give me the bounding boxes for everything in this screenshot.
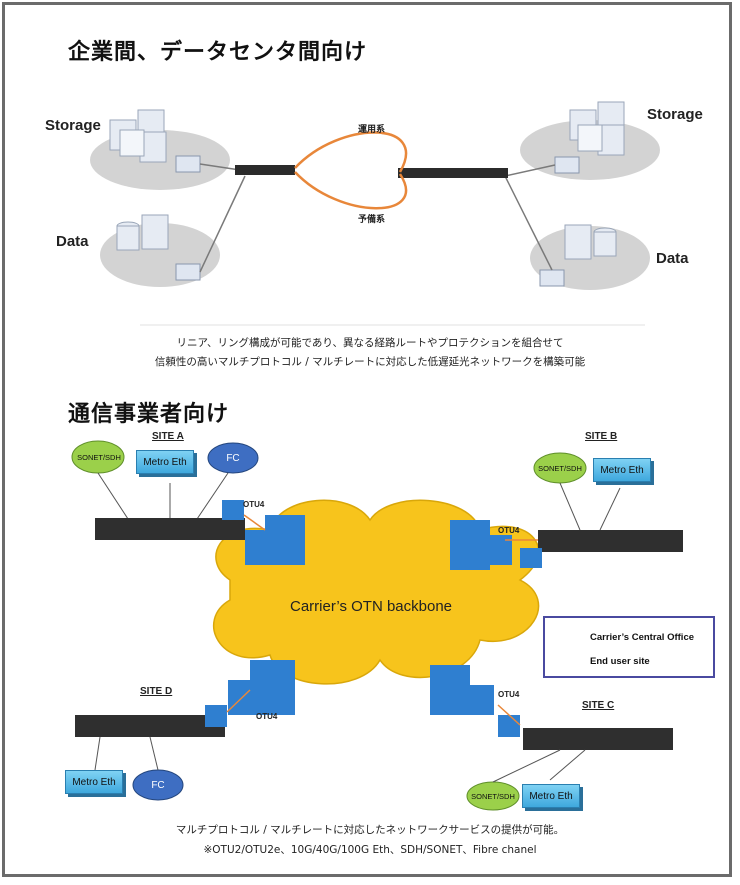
data-left-label: Data	[56, 233, 89, 250]
device-site-d	[75, 715, 225, 737]
fc-a-label: FC	[226, 452, 240, 464]
building-b-icon	[450, 520, 542, 570]
otu4-label-b: OTU4	[498, 526, 520, 535]
site-d-links	[94, 736, 159, 771]
otn-cloud-label: Carrier’s OTN backbone	[290, 598, 453, 615]
building-d-icon	[205, 660, 295, 727]
building-c-icon	[430, 665, 520, 737]
section2-caption-line1: マルチプロトコル / マルチレートに対応したネットワークサービスの提供が可能。	[175, 824, 565, 836]
section1-links	[199, 163, 556, 273]
sonet-b-label: SONET/SDH	[538, 463, 582, 473]
site-b-label: SITE B	[585, 431, 618, 442]
device-site-b	[538, 530, 683, 552]
site-b-links	[559, 482, 621, 531]
switch-icons-section1	[175, 155, 580, 287]
legend-central-label: Carrier’s Central Office	[590, 632, 695, 643]
metro-eth-d: Metro Eth	[65, 770, 123, 794]
otu4-label-c: OTU4	[498, 690, 520, 699]
metro-eth-a: Metro Eth	[136, 450, 194, 474]
section1-caption-line2: 信頼性の高いマルチプロトコル / マルチレートに対応した低遅延光ネットワークを構…	[154, 356, 586, 368]
site-c-label: SITE C	[582, 700, 615, 711]
primary-link	[294, 131, 408, 173]
device-right	[398, 168, 508, 178]
legend-box	[543, 616, 715, 678]
storage-left-label: Storage	[45, 117, 101, 134]
device-left	[235, 165, 295, 175]
page-frame	[2, 2, 732, 877]
site-a-label: SITE A	[152, 431, 184, 442]
data-right-label: Data	[656, 250, 689, 267]
section1-caption-line1: リニア、リング構成が可能であり、異なる経路ルートやプロテクションを組合せて	[176, 337, 564, 349]
sonet-a-label: SONET/SDH	[77, 452, 121, 462]
legend-end-label: End user site	[590, 656, 650, 667]
storage-left-icon	[109, 109, 167, 163]
site-d-label: SITE D	[140, 686, 173, 697]
building-a-icon	[222, 500, 305, 565]
backup-link-label: 予備系	[358, 215, 386, 225]
otu4-label-d: OTU4	[256, 712, 278, 721]
device-site-a	[95, 518, 245, 540]
metro-eth-b: Metro Eth	[593, 458, 651, 482]
otu4-links	[226, 514, 538, 726]
storage-right-icon	[569, 101, 625, 156]
primary-link-label: 運用系	[358, 125, 386, 135]
backup-link	[294, 171, 408, 210]
fc-d-label: FC	[151, 779, 165, 791]
site-a-links	[97, 472, 229, 523]
data-right-icon	[564, 224, 617, 260]
site-c-links	[492, 749, 586, 783]
sonet-c-label: SONET/SDH	[471, 791, 515, 801]
section2-caption-line2: ※OTU2/OTU2e、10G/40G/100G Eth、SDH/SONET、F…	[203, 844, 537, 856]
otu4-label-a: OTU4	[243, 500, 265, 509]
device-site-c	[523, 728, 673, 750]
data-left-icon	[116, 214, 169, 251]
section1-title: 企業間、データセンタ間向け	[68, 40, 368, 65]
metro-eth-c: Metro Eth	[522, 784, 580, 808]
storage-right-label: Storage	[647, 106, 703, 123]
fc-a-icon	[207, 442, 259, 474]
section2-title: 通信事業者向け	[68, 402, 230, 427]
